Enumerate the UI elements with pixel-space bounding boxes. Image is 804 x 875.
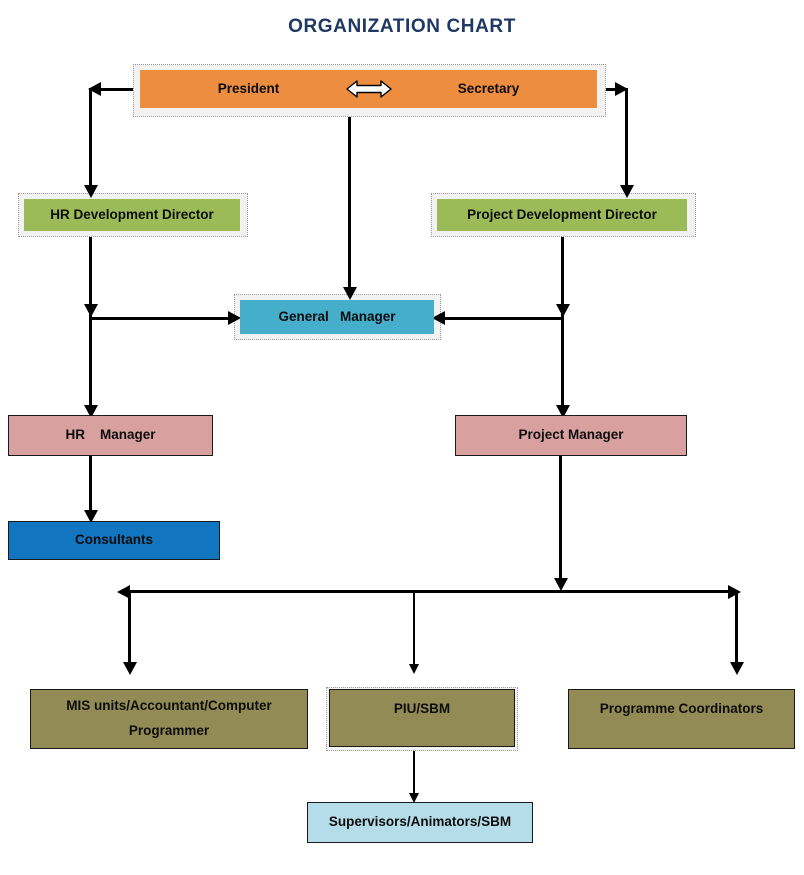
- arrowhead-right-distribution-bar: [728, 585, 741, 599]
- page-title: ORGANIZATION CHART: [288, 16, 516, 37]
- arrowhead-down-programme-coordinators: [729, 662, 744, 675]
- connector-president-to-general-manager: [348, 112, 351, 292]
- connector-bus-to-programme-coordinators: [735, 590, 738, 670]
- connector-bus-to-mis-units: [128, 590, 131, 670]
- node-mis-units[interactable]: MIS units/Accountant/Computer Programmer: [30, 689, 308, 749]
- node-project-manager[interactable]: Project Manager: [455, 415, 687, 456]
- arrowhead-down-distribution-bar: [553, 578, 568, 591]
- connector-president-to-hr-horizontal: [90, 88, 150, 91]
- hr-manager-label: HR Manager: [65, 427, 156, 443]
- node-general-manager[interactable]: General Manager: [240, 300, 434, 334]
- connector-president-to-project-vertical: [625, 88, 628, 191]
- arrowhead-down-general-manager: [342, 287, 357, 300]
- arrowhead-down-mis-units: [122, 662, 137, 675]
- node-programme-coordinators[interactable]: Programme Coordinators: [568, 689, 795, 749]
- arrowhead-down-project-branch: [555, 304, 570, 317]
- arrowhead-down-project-manager: [555, 405, 570, 418]
- mis-units-label: MIS units/Accountant/Computer Programmer: [66, 698, 272, 738]
- arrowhead-down-piu-sbm: [409, 664, 419, 674]
- node-supervisors[interactable]: Supervisors/Animators/SBM: [307, 802, 533, 843]
- arrowhead-right-general-manager: [228, 311, 241, 325]
- connector-project-manager-to-bus: [559, 456, 562, 584]
- connector-piu-to-supervisors: [413, 751, 415, 798]
- supervisors-label: Supervisors/Animators/SBM: [328, 814, 512, 830]
- connector-bus-to-piu-sbm: [413, 590, 415, 670]
- node-consultants[interactable]: Consultants: [8, 521, 220, 560]
- secretary-label: Secretary: [457, 80, 520, 96]
- project-manager-label: Project Manager: [518, 427, 624, 443]
- connector-project-to-general-manager: [444, 317, 564, 320]
- arrowhead-down-consultants: [83, 510, 98, 523]
- arrowhead-left-distribution-bar: [117, 585, 130, 599]
- arrowhead-down-hr-manager: [83, 405, 98, 418]
- node-president-secretary[interactable]: President Secretary: [140, 70, 597, 108]
- node-hr-development-director[interactable]: HR Development Director: [24, 199, 240, 231]
- arrowhead-left-president: [88, 82, 101, 96]
- node-piu-sbm[interactable]: PIU/SBM: [329, 689, 515, 747]
- double-arrow-icon: [345, 80, 392, 98]
- connector-hr-to-general-manager: [89, 317, 237, 320]
- hr-development-director-label: HR Development Director: [50, 206, 214, 222]
- arrowhead-right-president: [615, 82, 628, 96]
- arrowhead-left-general-manager: [432, 311, 445, 325]
- programme-coordinators-label: Programme Coordinators: [599, 701, 764, 716]
- exchange-double-arrow-icon: [344, 79, 394, 99]
- general-manager-label: General Manager: [278, 308, 396, 324]
- arrowhead-down-project-director: [619, 185, 634, 198]
- node-hr-manager[interactable]: HR Manager: [8, 415, 213, 456]
- piu-sbm-label: PIU/SBM: [393, 701, 451, 716]
- node-project-development-director[interactable]: Project Development Director: [437, 199, 687, 231]
- connector-president-to-project-horizontal: [585, 88, 627, 91]
- arrowhead-down-supervisors: [409, 793, 419, 803]
- arrowhead-down-hr-branch: [83, 304, 98, 317]
- consultants-label: Consultants: [74, 532, 153, 548]
- distribution-bar-horizontal: [128, 590, 735, 593]
- connector-president-to-hr-vertical: [89, 88, 92, 191]
- connector-hr-manager-to-consultants: [89, 456, 92, 518]
- connector-hr-director-down: [89, 231, 92, 328]
- arrowhead-down-hr-director: [83, 185, 98, 198]
- president-secretary-labels: President Secretary: [140, 79, 597, 100]
- president-label: President: [217, 80, 280, 96]
- project-development-director-label: Project Development Director: [467, 206, 657, 222]
- connector-project-branch-to-project-manager: [561, 317, 564, 413]
- connector-hr-branch-to-hr-manager: [89, 317, 92, 413]
- connector-project-director-down: [561, 231, 564, 328]
